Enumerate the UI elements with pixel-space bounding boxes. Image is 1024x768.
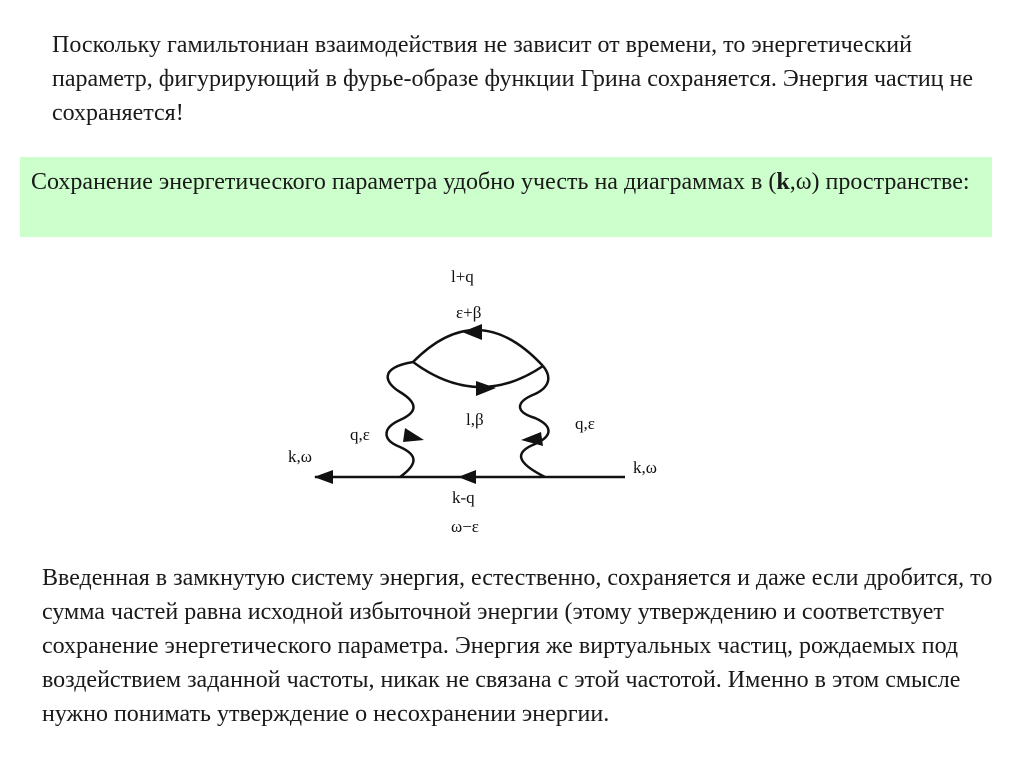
- conclusion-paragraph: Введенная в замкнутую систему энергия, е…: [42, 565, 993, 727]
- label-bottom-momentum: k-q: [452, 488, 475, 507]
- left-wavy-line: [385, 360, 415, 479]
- label-left-wave: q,ε: [350, 425, 370, 444]
- highlight-bold-k: k: [776, 169, 790, 195]
- label-top-energy: ε+β: [456, 303, 481, 322]
- highlight-text-start: Сохранение энергетического параметра удо…: [31, 169, 777, 195]
- intro-paragraph: Поскольку гамильтониан взаимодействия не…: [52, 32, 974, 126]
- right-wavy-arrow-icon: [521, 432, 543, 446]
- label-bottom-energy: ω−ε: [451, 517, 479, 536]
- highlight-box: [20, 157, 992, 237]
- left-wavy-arrow-icon: [403, 428, 424, 442]
- right-wavy-line: [518, 365, 550, 479]
- upper-arc-arrow-icon: [462, 324, 482, 340]
- label-right-in: k,ω: [633, 458, 657, 477]
- label-inner: l,β: [466, 410, 484, 429]
- label-top-momentum: l+q: [451, 267, 474, 286]
- label-left-out: k,ω: [288, 447, 312, 466]
- highlight-text: Сохранение энергетического параметра удо…: [31, 166, 981, 198]
- left-outgoing-arrow-icon: [314, 470, 333, 484]
- middle-propagator-arrow-icon: [458, 470, 476, 484]
- lower-arc-arrow-icon: [476, 381, 496, 396]
- highlight-text-end: ,ω) пространстве:: [789, 169, 970, 195]
- label-right-wave: q,ε: [575, 414, 595, 433]
